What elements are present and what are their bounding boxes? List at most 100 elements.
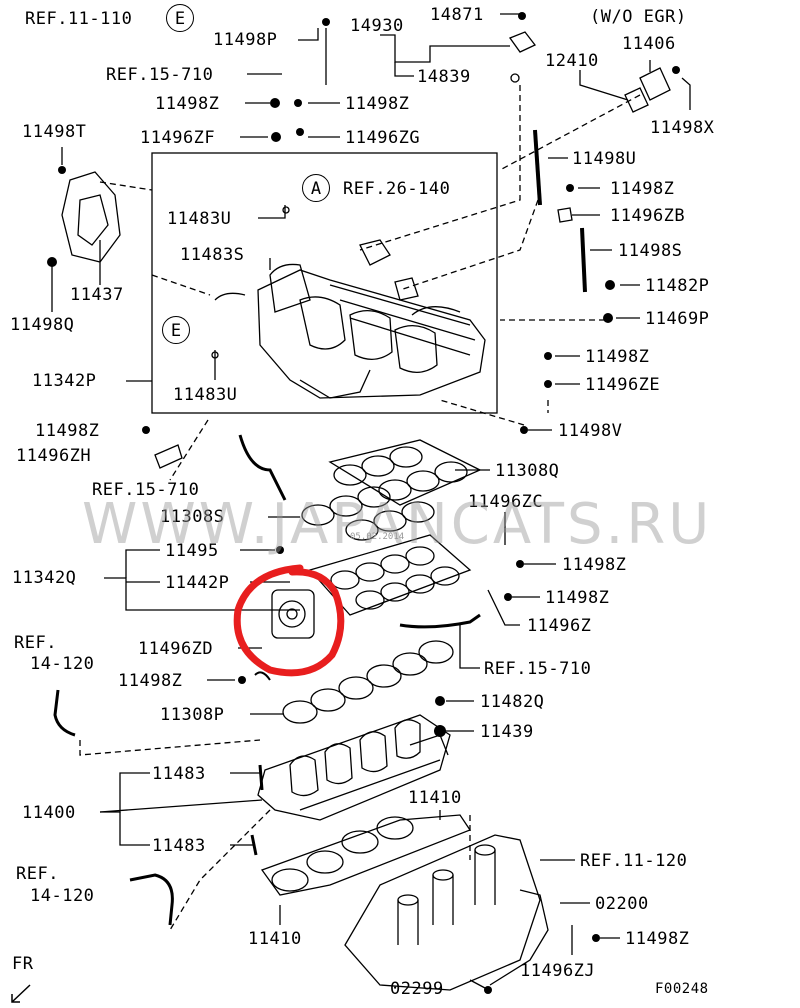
label-14839: 14839	[417, 67, 471, 87]
label-11483-a: 11483	[152, 764, 206, 784]
label-ref-14-120-a-line2: 14-120	[30, 654, 95, 674]
label-11498Z-d: 11498Z	[585, 347, 650, 367]
label-11498P: 11498P	[213, 30, 278, 50]
gasket-11410	[260, 814, 471, 896]
bracket-11406	[639, 67, 671, 101]
label-11498Z-c: 11498Z	[610, 179, 675, 199]
throttle-body	[271, 589, 315, 639]
leader-11498P	[298, 28, 319, 41]
label-11496ZJ: 11496ZJ	[520, 961, 596, 981]
bolt-heads	[47, 12, 680, 994]
label-11498S: 11498S	[618, 241, 683, 261]
label-ref-15-710-mid: REF.15-710	[92, 480, 200, 500]
label-11437: 11437	[70, 285, 124, 305]
leader-14839	[394, 62, 414, 77]
label-11498U: 11498U	[572, 149, 637, 169]
front-arrow	[11, 984, 31, 1003]
leader-11496Z	[487, 589, 520, 626]
label-11498Z-e: 11498Z	[35, 421, 100, 441]
guide-11498Z-left	[169, 419, 209, 481]
callout-a: A	[302, 174, 330, 202]
label-11469P: 11469P	[645, 309, 710, 329]
label-11442P: 11442P	[165, 573, 230, 593]
label-ref-11-120: REF.11-120	[580, 851, 688, 871]
label-11483-b: 11483	[152, 836, 206, 856]
watermark-date: 05.02.2014	[350, 532, 405, 542]
label-11483S: 11483S	[180, 245, 245, 265]
hose-ref15-710-mid	[238, 434, 287, 501]
guide-bracket	[499, 94, 641, 171]
label-11498T: 11498T	[22, 122, 87, 142]
label-11400: 11400	[22, 803, 76, 823]
part-14871	[508, 31, 537, 53]
guide-11437-low	[151, 274, 211, 296]
label-11498Z-i: 11498Z	[625, 929, 690, 949]
leader-11342Q	[104, 577, 300, 611]
label-11410-a: 11410	[408, 788, 462, 808]
label-ref-11-110: REF.11-110	[25, 9, 133, 29]
label-11498Z-f: 11498Z	[562, 555, 627, 575]
label-11498Q: 11498Q	[10, 315, 75, 335]
bracket-11400	[100, 772, 150, 813]
callout-e-top: E	[166, 4, 194, 32]
label-11482P: 11482P	[645, 276, 710, 296]
label-ref-14-120-b-line1: REF.	[16, 864, 59, 884]
label-14930: 14930	[350, 16, 404, 36]
label-11482Q: 11482Q	[480, 692, 545, 712]
leader-12410	[579, 70, 629, 101]
label-11498Z-g: 11498Z	[545, 588, 610, 608]
label-12410: 12410	[545, 51, 599, 71]
label-11498Z-a: 11498Z	[155, 94, 220, 114]
label-11496Z: 11496Z	[527, 616, 592, 636]
label-11308S: 11308S	[160, 507, 225, 527]
front-marker: FR	[12, 954, 34, 974]
guide-lower-manifold	[79, 739, 261, 756]
guide-gasket-11437	[99, 181, 153, 191]
label-02299: 02299	[390, 979, 444, 999]
callout-e-inset: E	[162, 316, 190, 344]
engine-block	[344, 834, 549, 991]
label-ref-15-710-top: REF.15-710	[106, 65, 214, 85]
upper-manifold-inset-box	[151, 152, 498, 414]
hose-ref14-120-a	[53, 689, 76, 737]
label-11342Q: 11342Q	[12, 568, 77, 588]
guide-bolt-11498U	[399, 199, 539, 291]
label-11308Q: 11308Q	[495, 461, 560, 481]
label-11496ZC: 11496ZC	[468, 492, 544, 512]
hose-ref14-120-b	[129, 873, 174, 926]
label-11308P: 11308P	[160, 705, 225, 725]
highlight-circle	[233, 564, 345, 677]
upper-intake-manifold-sketch	[211, 206, 486, 399]
header-note: (W/O EGR)	[590, 7, 687, 27]
diagram-code: F00248	[655, 981, 709, 997]
label-11410-b: 11410	[248, 929, 302, 949]
leader-14930	[380, 34, 510, 63]
label-11496ZG: 11496ZG	[345, 128, 421, 148]
label-11498X: 11498X	[650, 118, 715, 138]
label-ref-15-710-low: REF.15-710	[484, 659, 592, 679]
leader-11483U-a	[258, 205, 286, 219]
label-11342P: 11342P	[32, 371, 97, 391]
guide-11498V	[439, 399, 525, 426]
leader-02299	[469, 979, 486, 989]
label-11498Z-h: 11498Z	[118, 671, 183, 691]
gasket-11437	[61, 171, 121, 263]
label-11483U-b: 11483U	[173, 385, 238, 405]
label-11406: 11406	[622, 34, 676, 54]
label-11483U-a: 11483U	[167, 209, 232, 229]
hose-ref15-710-low	[399, 613, 481, 629]
label-14871: 14871	[430, 5, 484, 25]
label-ref-14-120-b-line2: 14-120	[30, 886, 95, 906]
label-ref-14-120-a-line1: REF.	[14, 633, 57, 653]
label-02200: 02200	[595, 894, 649, 914]
label-11439: 11439	[480, 722, 534, 742]
intake-manifold-11400	[257, 714, 451, 821]
leader-11498X	[681, 77, 691, 110]
label-ref-26-140: REF.26-140	[343, 179, 451, 199]
gasket-11308S	[301, 486, 435, 541]
label-11496ZB: 11496ZB	[610, 206, 686, 226]
label-11496ZD: 11496ZD	[138, 639, 214, 659]
label-11496ZF: 11496ZF	[140, 128, 216, 148]
